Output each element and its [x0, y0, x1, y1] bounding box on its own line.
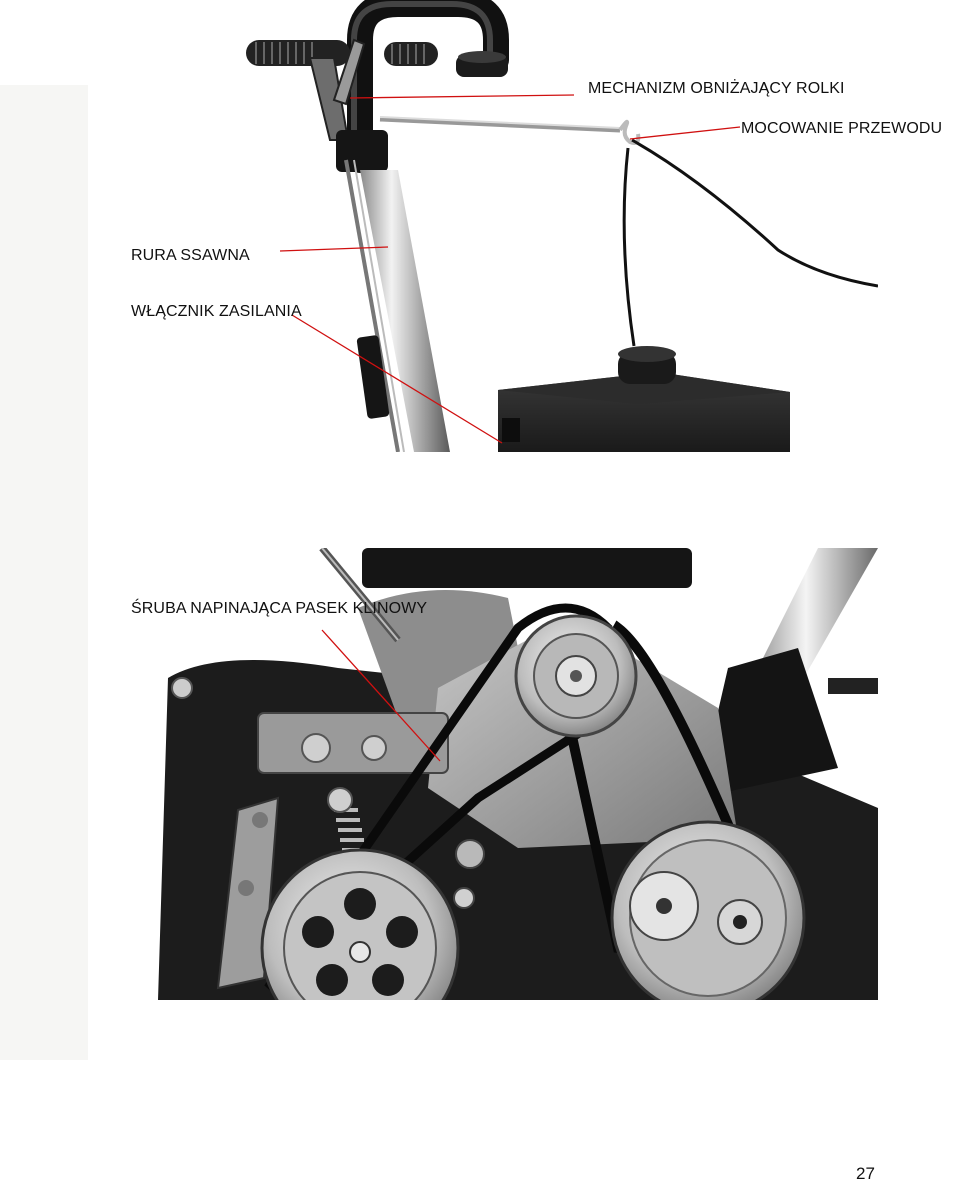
callout-belt-tension-screw: ŚRUBA NAPINAJĄCA PASEK KLINOWY	[131, 600, 428, 617]
page-number: 27	[856, 1164, 875, 1183]
upper-pulley	[514, 614, 638, 738]
right-grip	[384, 42, 438, 66]
handle-assembly-photo	[98, 0, 878, 452]
callout-cable-mount: MOCOWANIE PRZEWODU	[741, 120, 943, 137]
page-margin-shade	[0, 85, 88, 1060]
lower-right-pulley	[610, 820, 806, 1000]
lower-left-pulley	[260, 848, 460, 1000]
callout-roller-lowering: MECHANIZM OBNIŻAJĄCY ROLKI	[588, 80, 845, 97]
callout-power-switch: WŁĄCZNIK ZASILANIA	[131, 303, 302, 320]
motor-housing	[498, 346, 790, 452]
callout-suction-pipe: RURA SSAWNA	[131, 247, 250, 264]
